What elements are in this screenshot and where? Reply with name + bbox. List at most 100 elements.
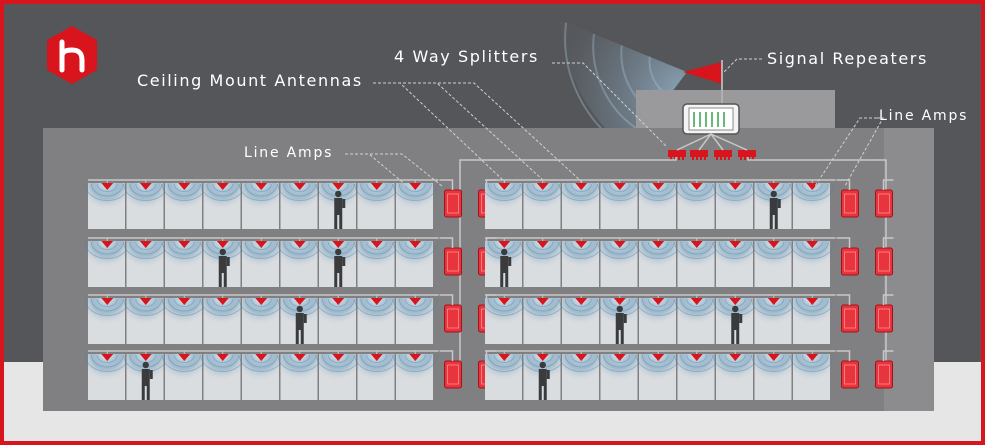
coverage-area	[88, 241, 125, 278]
ceiling-antenna-icon	[729, 241, 742, 248]
coverage-area	[396, 241, 433, 278]
ceiling-antenna-icon	[767, 298, 780, 305]
coverage-area	[88, 354, 125, 391]
person-icon	[769, 190, 781, 229]
ceiling-antenna-icon	[613, 298, 626, 305]
ceiling-antenna-icon	[332, 354, 345, 361]
leader-line-line-amps	[345, 153, 443, 187]
splitter-icon	[668, 150, 686, 160]
ceiling-antenna-icon	[575, 354, 588, 361]
floor-row	[84, 237, 497, 287]
person-icon	[218, 248, 230, 287]
coverage-area	[126, 298, 164, 335]
ceiling-antenna-icon	[613, 183, 626, 190]
ceiling-antenna-icon	[498, 354, 511, 361]
ceiling-antenna-icon	[332, 241, 345, 248]
splitter-icon	[738, 150, 756, 160]
ceiling-antenna-icon	[101, 354, 114, 361]
coverage-area	[165, 241, 202, 278]
coverage-area	[242, 183, 279, 220]
ceiling-antenna-icon	[332, 183, 345, 190]
ceiling-antenna-icon	[178, 241, 191, 248]
person-icon	[141, 361, 153, 400]
person-icon	[731, 305, 743, 344]
ceiling-antenna-icon	[575, 241, 588, 248]
ceiling-antenna-icon	[216, 354, 229, 361]
coverage-area	[793, 298, 830, 335]
coverage-area	[357, 183, 395, 220]
coverage-area	[126, 241, 164, 278]
ceiling-antenna-icon	[536, 354, 549, 361]
coverage-area	[716, 183, 753, 220]
ceiling-antenna-icon	[409, 298, 422, 305]
coverage-area	[793, 241, 830, 278]
coverage-area	[88, 298, 125, 335]
ceiling-antenna-icon	[293, 354, 306, 361]
coverage-area	[562, 183, 599, 220]
ceiling-antenna-icon	[729, 354, 742, 361]
coverage-area	[242, 354, 279, 391]
coverage-area	[280, 241, 318, 278]
label-4-way-splitters: 4 Way Splitters	[394, 47, 539, 66]
ceiling-antenna-icon	[178, 183, 191, 190]
ceiling-antenna-icon	[255, 298, 268, 305]
ceiling-antenna-icon	[101, 298, 114, 305]
coverage-area	[485, 354, 522, 391]
ceiling-antenna-icon	[806, 354, 819, 361]
coverage-area	[357, 354, 395, 391]
ceiling-antenna-icon	[409, 241, 422, 248]
coverage-area	[319, 298, 356, 335]
coverage-area	[165, 354, 202, 391]
coverage-area	[165, 183, 202, 220]
coverage-area	[203, 354, 241, 391]
ceiling-antenna-icon	[255, 241, 268, 248]
ceiling-antenna-icon	[409, 183, 422, 190]
person-icon	[334, 190, 346, 229]
coverage-area	[88, 183, 125, 220]
ceiling-antenna-icon	[139, 183, 152, 190]
coverage-area	[562, 298, 599, 335]
coverage-area	[242, 298, 279, 335]
coverage-area	[396, 298, 433, 335]
ceiling-antenna-icon	[652, 183, 665, 190]
person-icon	[334, 248, 346, 287]
coverage-area	[396, 354, 433, 391]
leader-line-splitters	[552, 62, 668, 148]
splitter-icon	[690, 150, 708, 160]
coverage-area	[126, 183, 164, 220]
ceiling-antenna-icon	[613, 241, 626, 248]
leader-line-line-amps	[814, 117, 877, 187]
coverage-area	[280, 354, 318, 391]
coverage-area	[280, 183, 318, 220]
coverage-area	[562, 354, 599, 391]
person-icon	[295, 305, 307, 344]
ceiling-antenna-icon	[690, 183, 703, 190]
ceiling-antenna-icon	[216, 183, 229, 190]
ceiling-antenna-icon	[536, 298, 549, 305]
ceiling-antenna-icon	[652, 241, 665, 248]
ceiling-antenna-icon	[613, 354, 626, 361]
coverage-area	[357, 298, 395, 335]
coverage-area	[485, 298, 522, 335]
floor-row	[84, 179, 497, 229]
brand-logo	[47, 26, 97, 84]
coverage-area	[793, 183, 830, 220]
coverage-area	[600, 183, 638, 220]
coverage-area	[523, 241, 561, 278]
ceiling-antenna-icon	[139, 241, 152, 248]
floor-row	[481, 237, 894, 287]
ceiling-antenna-icon	[370, 241, 383, 248]
ceiling-antenna-icon	[690, 241, 703, 248]
coverage-area	[639, 354, 676, 391]
coverage-area	[357, 241, 395, 278]
coverage-area	[600, 241, 638, 278]
coverage-area	[319, 354, 356, 391]
ceiling-antenna-icon	[370, 354, 383, 361]
ceiling-antenna-icon	[498, 241, 511, 248]
ceiling-antenna-icon	[216, 241, 229, 248]
label-signal-repeaters: Signal Repeaters	[767, 49, 928, 68]
signal-repeater-icon	[682, 103, 740, 135]
